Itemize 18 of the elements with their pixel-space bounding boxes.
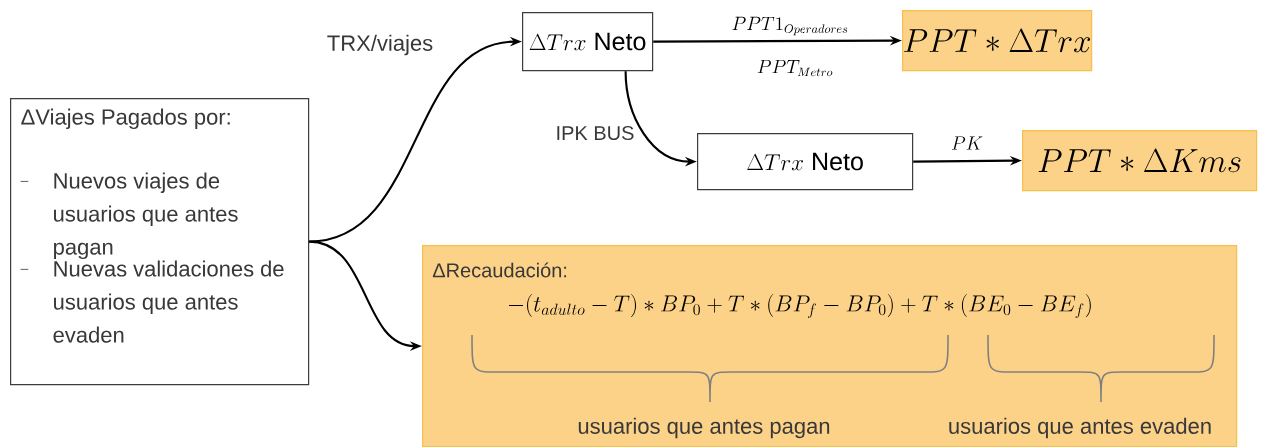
edge-label: TRX/viajes	[327, 34, 433, 56]
brace-caption: usuarios que antes pagan	[578, 417, 830, 439]
brace-caption: usuarios que antes evaden	[949, 417, 1211, 439]
result-box: $PPT\ast\Delta Kms$	[1022, 130, 1258, 192]
result-box: $PPT\ast\Delta Trx$	[902, 10, 1093, 72]
edge-label: $PPT1_{Operadores}$	[732, 16, 848, 36]
formula-label: $PPT_{Metro}$	[757, 60, 833, 77]
list-heading: ΔViajes Pagados por:	[21, 108, 230, 130]
formula: $-(t_{adulto}-T)\ast BP_0+T\ast\left(BP_f-BP_0\right)+T\ast\left(BE_0-BE_f\right)$	[508, 294, 1091, 319]
process-box: $\Delta Trx\ \text{Neto}$	[697, 133, 914, 191]
list-item: Nuevos viajes de usuarios que antes pagan	[54, 172, 238, 260]
edge-label: $PK$	[951, 136, 983, 150]
edge-label: IPK BUS	[557, 125, 634, 141]
process-box: $\Delta Trx\ \text{Neto}$	[522, 12, 654, 72]
text-box	[10, 98, 310, 386]
formula-panel	[422, 245, 1238, 447]
list-item: Nuevas validaciones de usuarios que antes evaden	[53, 260, 284, 343]
heading-text: ΔRecaudación:	[432, 262, 567, 278]
